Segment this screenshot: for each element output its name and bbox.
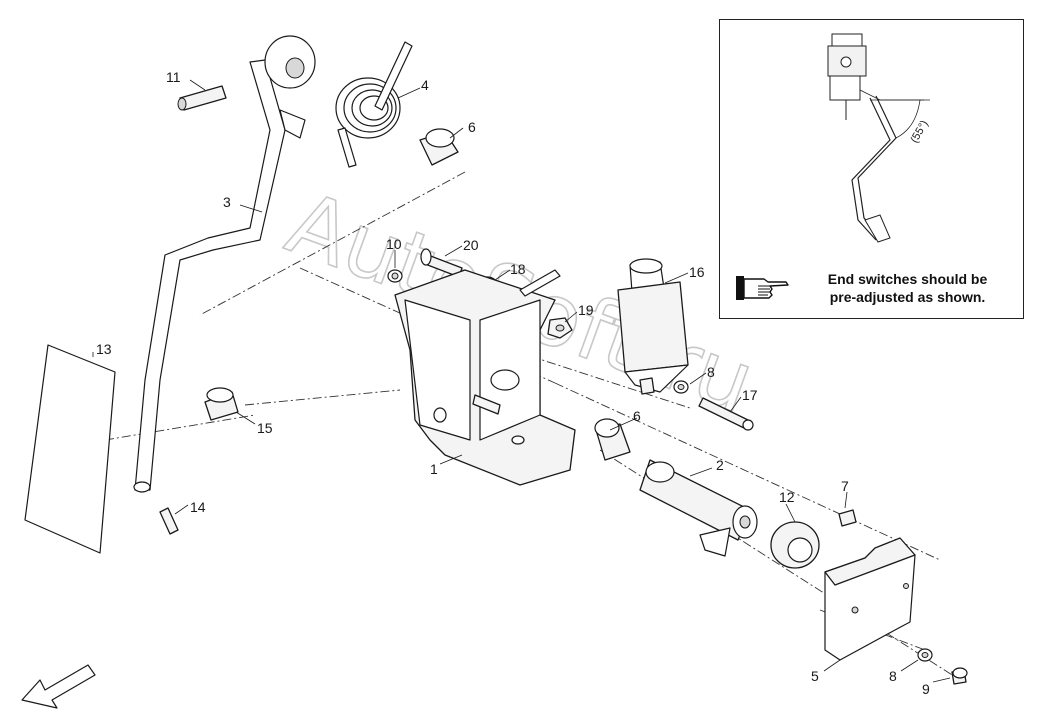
part-14-pin (159, 507, 179, 535)
callout-14: 14 (190, 499, 206, 515)
part-2-shaft (639, 459, 758, 557)
callout-8-lower: 8 (889, 668, 897, 684)
part-3-pedal-arm (133, 35, 316, 493)
inset-angle-mark: (55°) (870, 99, 931, 145)
callout-6-lower: 6 (633, 408, 641, 424)
callout-15: 15 (257, 420, 273, 436)
part-15-plug (204, 387, 239, 421)
callout-17: 17 (742, 387, 758, 403)
callout-16: 16 (689, 264, 705, 280)
inset-switch-detail: (55°) (827, 33, 931, 243)
callout-6-top: 6 (468, 119, 476, 135)
callout-13: 13 (96, 341, 112, 357)
part-12-cam-ring (770, 521, 820, 569)
note-line-2: pre-adjusted as shown. (829, 289, 986, 305)
callout-2: 2 (716, 457, 724, 473)
note-line-1: End switches should be (827, 271, 988, 287)
callout-18: 18 (510, 261, 526, 277)
part-6-bushing-top (419, 128, 459, 166)
part-16-end-switch (617, 258, 689, 395)
part-8-washer-upper (673, 380, 689, 394)
angle-label: (55°) (908, 118, 930, 145)
part-13-pedal-pad (24, 344, 116, 554)
callout-5: 5 (811, 668, 819, 684)
callout-4: 4 (421, 77, 429, 93)
inset-pedal-arm (851, 95, 897, 243)
part-5-cover (824, 537, 916, 661)
part-11-pin (177, 85, 227, 111)
leader-lines (174, 79, 951, 683)
callout-19: 19 (578, 302, 594, 318)
part-9-screw (951, 667, 968, 685)
part-6-bushing-lower (594, 418, 631, 461)
pointing-hand-icon (736, 276, 789, 300)
callout-7: 7 (841, 478, 849, 494)
part-10-washer (387, 269, 403, 283)
callout-11: 11 (166, 69, 181, 85)
adjustment-note: End switches should be pre-adjusted as s… (800, 270, 1015, 306)
inset-switch-assembly (827, 33, 930, 120)
callout-3: 3 (223, 194, 231, 210)
callout-1: 1 (430, 461, 438, 477)
callout-8-upper: 8 (707, 364, 715, 380)
part-8-washer-lower (917, 648, 933, 662)
part-1-bracket (394, 269, 576, 486)
callout-12: 12 (779, 489, 795, 505)
callout-20: 20 (463, 237, 479, 253)
direction-arrow-icon (21, 664, 96, 709)
callout-9: 9 (922, 681, 930, 697)
part-4-torsion-spring (335, 41, 413, 168)
inset-adjustment-box: (55°) End switches should be pre-adjuste… (719, 19, 1024, 319)
callout-10: 10 (386, 236, 402, 252)
part-17-screw (698, 397, 754, 431)
part-19-nut (547, 317, 573, 339)
callouts: 11 4 6 3 10 20 18 16 19 13 8 17 6 15 1 2… (96, 69, 930, 697)
part-7-set-screw (838, 509, 857, 527)
